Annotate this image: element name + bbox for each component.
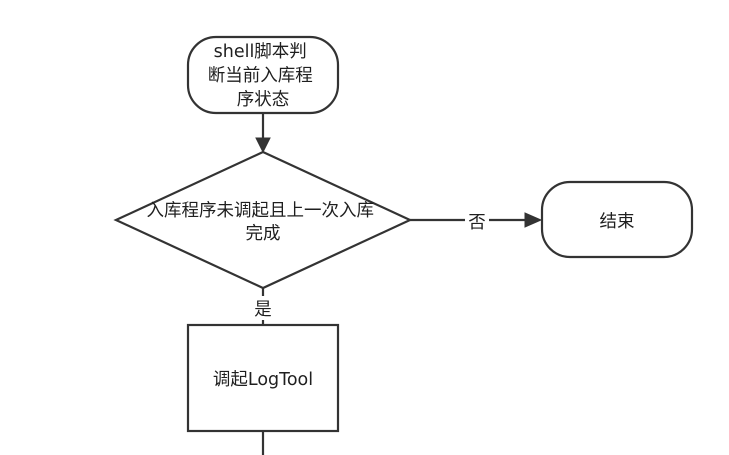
edge-label-yes-bg	[251, 296, 275, 320]
edge-start-to-decision	[255, 113, 271, 154]
node-start-line-1: shell脚本判	[214, 42, 307, 62]
node-end: 结束	[540, 180, 694, 259]
node-decision: 入库程序未调起且上一次入库 完成	[113, 150, 413, 290]
edge-decision-to-end: 否	[410, 208, 543, 233]
node-decision-label: 入库程序未调起且上一次入库 完成	[146, 201, 379, 244]
edge-label-no-bg	[465, 208, 489, 232]
node-start-line-2: 断当前入库程	[208, 66, 313, 86]
edge-label-no: 否	[468, 213, 486, 233]
node-start-line-3: 序状态	[237, 90, 290, 110]
edge-label-yes: 是	[254, 300, 272, 320]
node-process-line-1: 调起LogTool	[213, 370, 313, 390]
node-process-label: 调起LogTool	[213, 370, 313, 390]
node-start: shell脚本判 断当前入库程 序状态	[186, 35, 340, 115]
node-decision-line-1: 入库程序未调起且上一次入库	[146, 201, 374, 221]
node-start-label: shell脚本判 断当前入库程 序状态	[208, 42, 319, 110]
node-process: 调起LogTool	[186, 323, 340, 433]
node-decision-line-2: 完成	[246, 224, 281, 244]
edge-decision-to-process: 是	[251, 288, 275, 325]
node-end-label: 结束	[600, 212, 635, 232]
node-end-line-1: 结束	[600, 212, 635, 232]
